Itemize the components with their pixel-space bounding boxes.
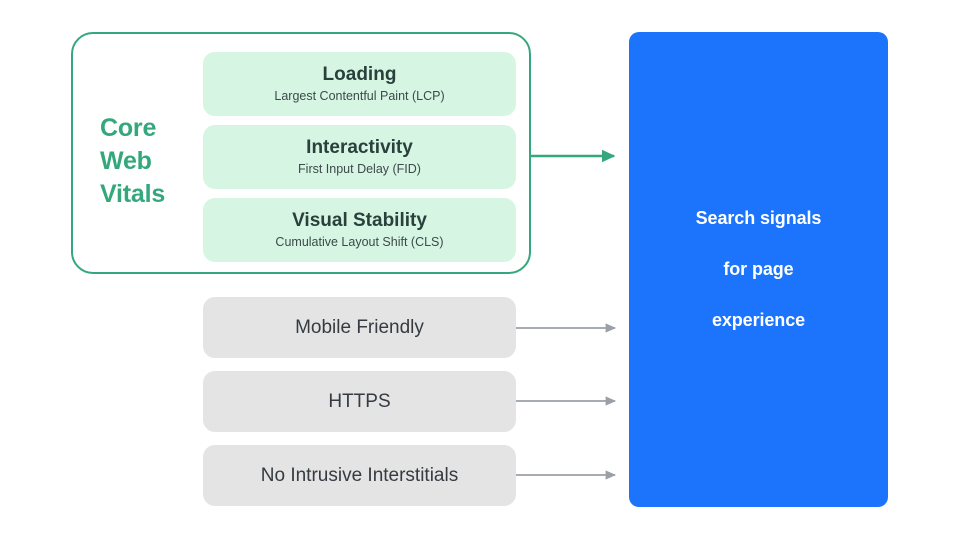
signal-card-https[interactable]: HTTPS xyxy=(203,371,516,432)
core-web-vitals-group xyxy=(71,32,531,274)
metric-card-title: Visual Stability xyxy=(292,210,427,232)
core-web-vitals-label-line-3: Vitals xyxy=(100,180,166,208)
metric-card-title: Loading xyxy=(322,64,397,86)
core-web-vitals-label-line-2: Web xyxy=(100,147,152,175)
metric-card-subtitle: First Input Delay (FID) xyxy=(298,161,421,176)
metric-card-interactivity[interactable]: Interactivity First Input Delay (FID) xyxy=(203,125,516,189)
metric-card-visual-stability[interactable]: Visual Stability Cumulative Layout Shift… xyxy=(203,198,516,262)
core-web-vitals-label: Core Web Vitals xyxy=(100,112,196,211)
metric-card-subtitle: Cumulative Layout Shift (CLS) xyxy=(275,234,444,249)
signal-card-title: Mobile Friendly xyxy=(295,316,424,338)
search-signals-line-2: for page xyxy=(723,258,794,279)
search-signals-line-3: experience xyxy=(711,309,806,330)
search-signals-line-1: Search signals xyxy=(695,207,822,228)
signal-card-title: HTTPS xyxy=(328,390,391,412)
metric-card-loading[interactable]: Loading Largest Contentful Paint (LCP) xyxy=(203,52,516,116)
metric-card-subtitle: Largest Contentful Paint (LCP) xyxy=(274,88,445,103)
search-signals-panel: Search signals for page experience xyxy=(629,32,888,507)
metric-card-title: Interactivity xyxy=(306,137,413,159)
core-web-vitals-label-line-1: Core xyxy=(100,114,157,142)
signal-card-title: No Intrusive Interstitials xyxy=(260,464,459,486)
signal-card-mobile-friendly[interactable]: Mobile Friendly xyxy=(203,297,516,358)
search-signals-panel-text: Search signals for page experience xyxy=(696,180,822,359)
signal-card-no-intrusive-interstitials[interactable]: No Intrusive Interstitials xyxy=(203,445,516,506)
